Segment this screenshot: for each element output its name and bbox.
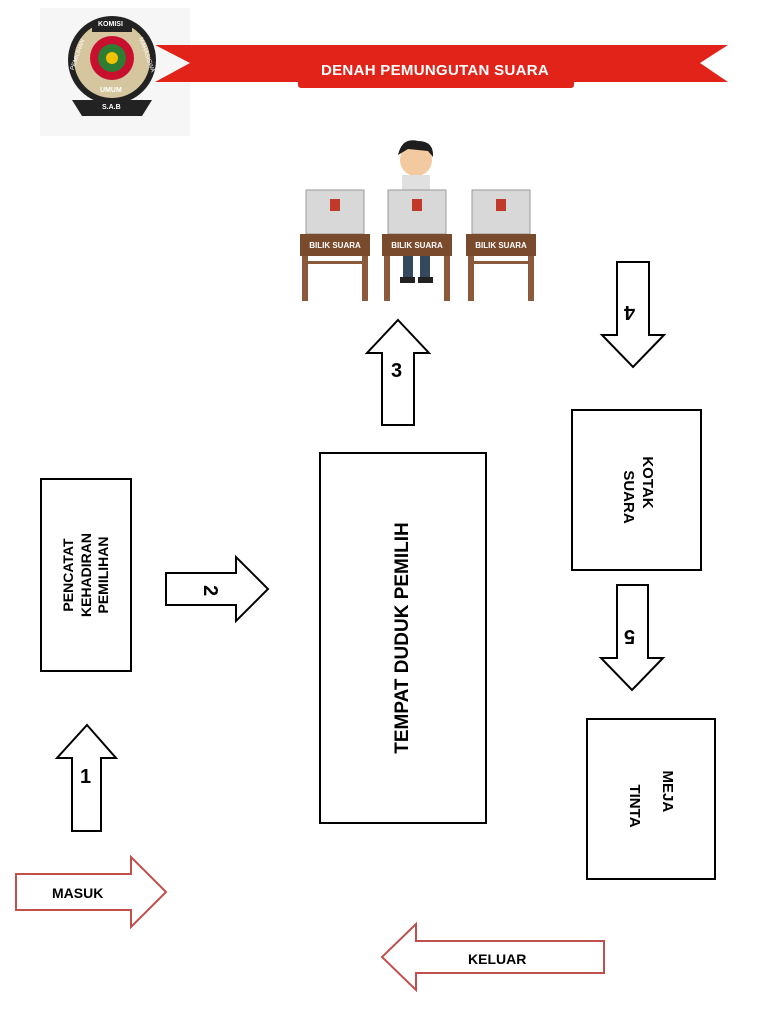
booth-2-label: BILIK SUARA: [391, 241, 443, 250]
logo-text-umum: UMUM: [100, 87, 122, 94]
booth-2-icon: [382, 189, 452, 301]
booth-1-icon: [300, 189, 370, 301]
booth-3-icon: [466, 189, 536, 301]
page-title: DENAH PEMUNGUTAN SUARA: [321, 62, 549, 79]
voting-booths: [300, 140, 536, 301]
booth-3-label: BILIK SUARA: [475, 241, 527, 250]
step-5-arrow-down-icon: [598, 584, 666, 692]
meja-tinta-box: MEJA TINTA: [586, 718, 716, 880]
logo-seal-icon: [68, 16, 156, 116]
step-4-label: 4: [624, 301, 636, 323]
kotak-suara-box: KOTAK SUARA: [571, 409, 702, 571]
booth-1-label: BILIK SUARA: [309, 241, 361, 250]
masuk-label: MASUK: [52, 885, 104, 901]
masuk-arrow-right-icon: [15, 854, 168, 930]
logo-text-sab: S.A.B: [102, 104, 121, 111]
header-banner: [40, 8, 728, 136]
step-1-label: 1: [80, 766, 92, 788]
voter-person-icon: [398, 140, 434, 283]
step-4-arrow-down-icon: [599, 261, 667, 369]
tempat-duduk-pemilih-box: TEMPAT DUDUK PEMILIH: [319, 452, 487, 824]
step-1-arrow-up-icon: [54, 723, 119, 832]
keluar-label: KELUAR: [468, 951, 527, 967]
step-2-arrow-right-icon: [165, 554, 270, 624]
keluar-arrow-left-icon: [380, 921, 605, 993]
step-2-label: 2: [199, 584, 222, 597]
pencatat-kehadiran-box: PENCATAT KEHADIRAN PEMILIHAN: [40, 478, 132, 672]
step-3-label: 3: [391, 360, 403, 382]
logo-text-komisi: KOMISI: [98, 21, 123, 28]
step-5-label: 5: [624, 625, 636, 647]
step-3-arrow-up-icon: [364, 318, 432, 426]
